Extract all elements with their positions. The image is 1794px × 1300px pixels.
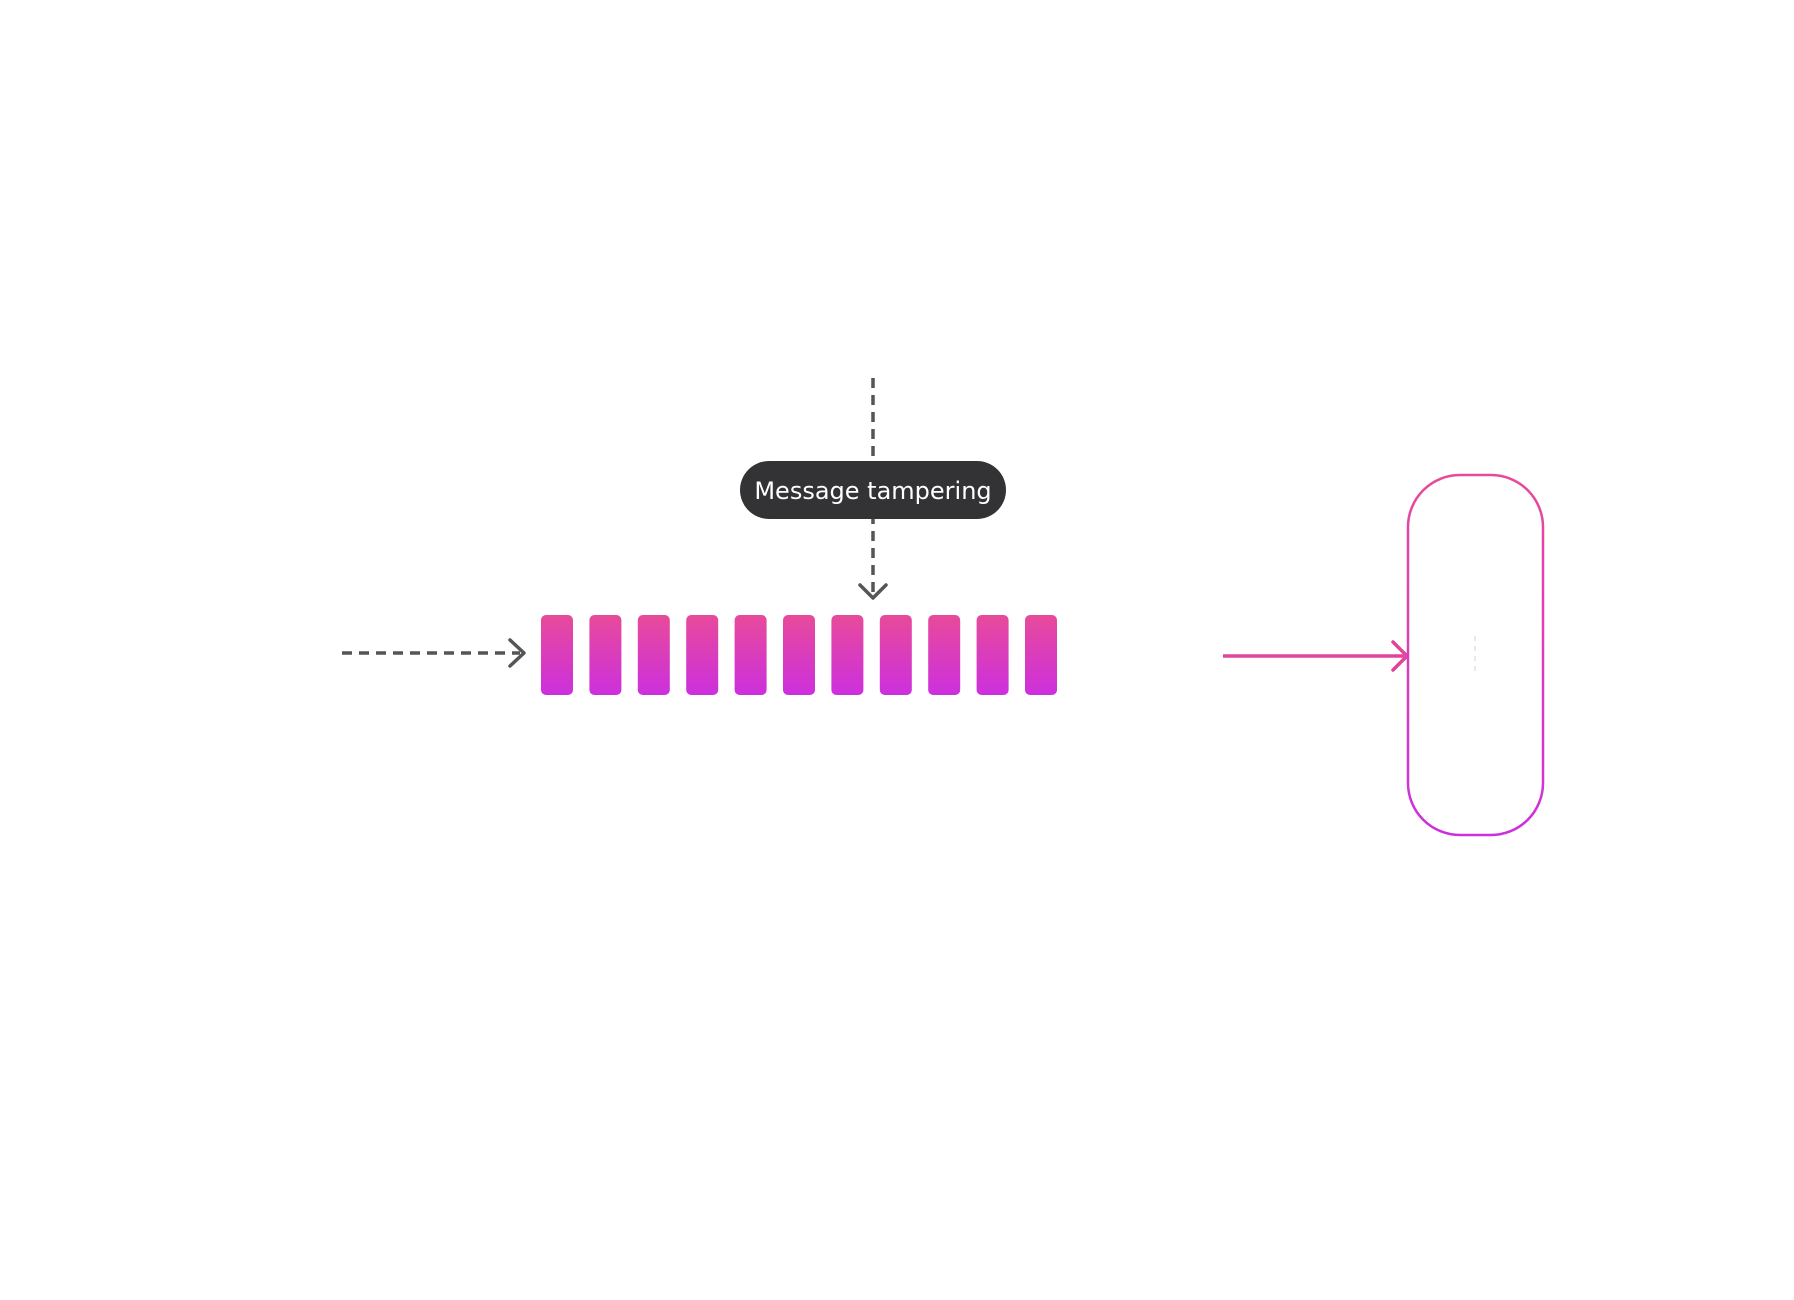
tamper-label: Message tampering	[740, 461, 1006, 519]
queued-message	[637, 615, 670, 695]
queued-message	[976, 615, 1009, 695]
queued-message	[783, 615, 815, 695]
delivery-arrow	[1223, 640, 1409, 672]
queued-message	[589, 615, 622, 695]
queued-message	[686, 615, 719, 695]
queued-message	[879, 615, 912, 695]
queued-message	[831, 615, 864, 695]
queued-message	[541, 615, 573, 695]
tamper-label-text: Message tampering	[754, 477, 991, 505]
queued-message	[928, 615, 961, 695]
tamper-label-pill	[740, 461, 1006, 519]
message-queue	[541, 615, 1057, 695]
queued-message	[1025, 615, 1057, 695]
queued-message	[734, 615, 767, 695]
sender-dashed-arrow	[342, 638, 526, 668]
receiver-box	[1406, 473, 1545, 837]
